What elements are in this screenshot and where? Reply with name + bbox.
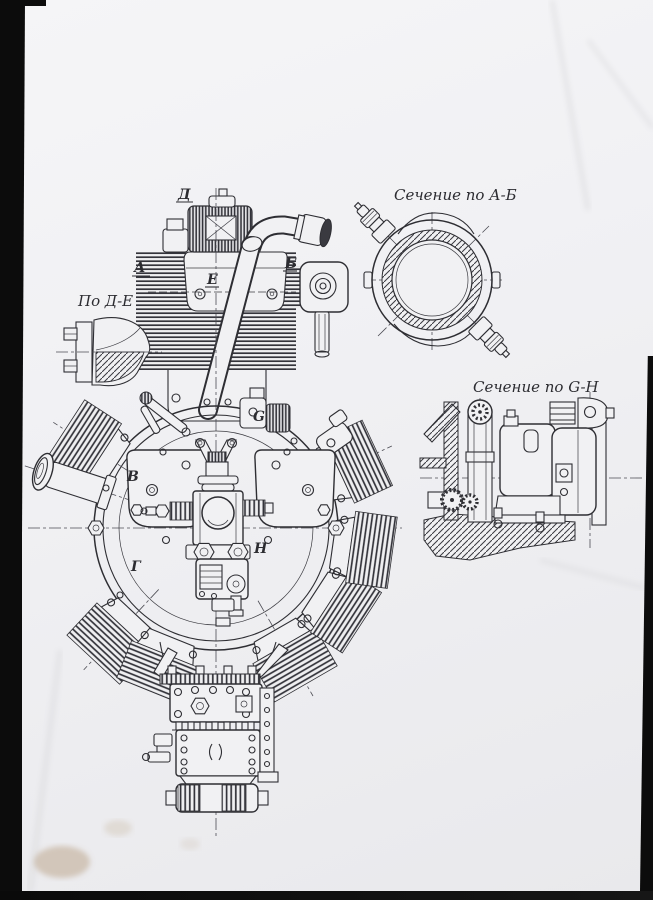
gear-cluster bbox=[427, 488, 479, 512]
output-drum bbox=[165, 783, 269, 813]
fin-stub bbox=[252, 600, 338, 703]
section-view-gh: Сечение по G-Н bbox=[419, 378, 645, 561]
label-section-gh: Сечение по G-Н bbox=[473, 378, 600, 396]
spark-plug-boss-detail bbox=[296, 261, 349, 358]
base-bolts bbox=[493, 507, 545, 533]
stain bbox=[34, 846, 90, 878]
gearbox-rib-row bbox=[172, 721, 260, 731]
label-view-de: По Д-Е bbox=[77, 292, 133, 310]
flange-hex-bolt bbox=[87, 520, 105, 536]
ref-letter-e: Е bbox=[206, 272, 218, 288]
magneto-knob bbox=[239, 387, 291, 433]
gearbox-side-plate bbox=[259, 687, 275, 773]
cylinder-barrel-ring bbox=[371, 219, 493, 341]
main-rear-view: В Г Н G bbox=[21, 188, 402, 838]
label-section-ab: Сечение по А-Б bbox=[394, 186, 517, 204]
pushrod-tube bbox=[200, 238, 259, 418]
ref-letter-b: Б bbox=[284, 256, 297, 272]
ref-letter-d: Д bbox=[177, 187, 191, 203]
intake-flange bbox=[293, 214, 332, 248]
valve-cover-left bbox=[162, 228, 189, 253]
section-view-ab: Сечение по А-Б bbox=[353, 186, 517, 359]
ref-letter-a: А bbox=[133, 260, 145, 276]
magneto-body bbox=[494, 409, 597, 524]
intake-pipe bbox=[21, 452, 137, 511]
ref-letter-g: Г bbox=[130, 559, 142, 575]
detail-view-de: По Д-Е bbox=[56, 292, 162, 387]
generator-assembly bbox=[140, 437, 274, 562]
cylinder-front-view: Д А Е Б bbox=[132, 187, 349, 422]
ref-letter-g-lat: G bbox=[253, 409, 265, 425]
rocker-lever bbox=[139, 391, 191, 437]
flange-hex-bolt bbox=[327, 520, 345, 536]
fin-stub bbox=[301, 570, 383, 654]
paper-creases bbox=[27, 0, 653, 892]
gearbox-lower-housing bbox=[175, 729, 261, 777]
gearbox-top-flange bbox=[159, 673, 261, 685]
ref-letter-n: Н bbox=[253, 541, 268, 557]
spark-plug bbox=[468, 316, 511, 359]
magneto-drive-pulley bbox=[549, 397, 615, 429]
spark-plug bbox=[353, 201, 396, 244]
scan-edge-top-notch bbox=[0, 0, 46, 6]
rocker-bracket bbox=[315, 409, 353, 457]
fuel-pump bbox=[195, 558, 249, 627]
oil-fittings bbox=[141, 733, 173, 763]
accessory-gearbox bbox=[141, 641, 289, 813]
ref-letter-v: В bbox=[126, 469, 139, 485]
scan-edge-bottom bbox=[0, 891, 653, 900]
